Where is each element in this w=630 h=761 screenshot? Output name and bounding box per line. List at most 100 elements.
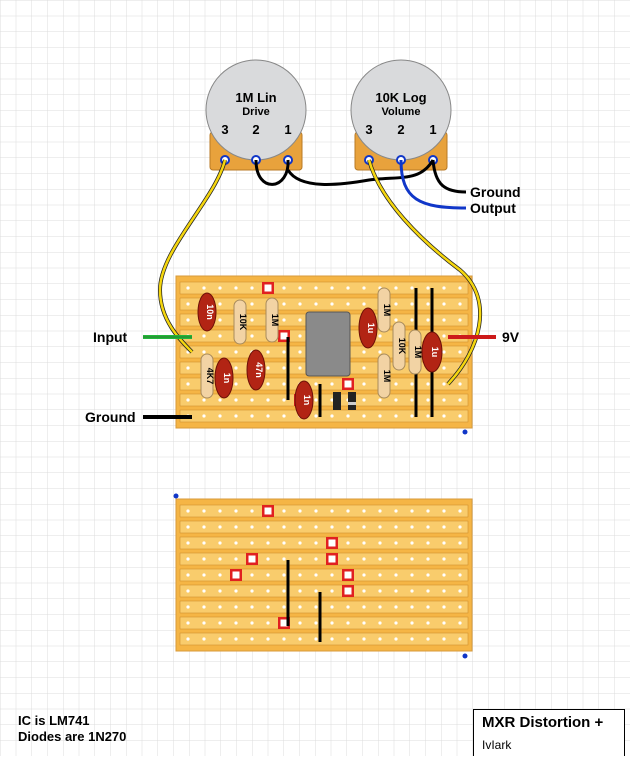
strip-hole — [346, 509, 350, 513]
strip-hole — [378, 398, 382, 402]
strip-hole — [218, 621, 222, 625]
strip-hole — [218, 525, 222, 529]
track-cut-center — [328, 555, 336, 563]
capacitor-1u[interactable]: 1u — [358, 307, 378, 349]
copper-strip — [179, 393, 469, 407]
resistor-4k7[interactable]: 4K7 — [200, 353, 215, 399]
strip-hole — [250, 573, 254, 577]
pot-pin-label: 2 — [397, 122, 404, 137]
strip-hole — [202, 589, 206, 593]
strip-hole — [458, 286, 462, 290]
strip-hole — [394, 573, 398, 577]
strip-hole — [234, 589, 238, 593]
strip-hole — [186, 509, 190, 513]
resistor-1m[interactable]: 1M — [377, 287, 392, 333]
copper-strip — [179, 281, 469, 295]
strip-hole — [442, 334, 446, 338]
diode[interactable] — [348, 392, 356, 410]
note-ic: IC is LM741 — [18, 713, 90, 728]
strip-hole — [202, 398, 206, 402]
diode-band — [348, 402, 356, 405]
strip-hole — [282, 366, 286, 370]
label-9v: 9V — [502, 329, 520, 345]
ic-chip[interactable] — [305, 311, 351, 377]
strip-hole — [330, 302, 334, 306]
capacitor-1u[interactable]: 1u — [421, 331, 443, 373]
diode[interactable] — [333, 392, 341, 410]
note-diodes: Diodes are 1N270 — [18, 729, 127, 744]
wire-drive-link — [254, 159, 290, 186]
strip-hole — [410, 605, 414, 609]
strip-hole — [410, 318, 414, 322]
strip-hole — [186, 573, 190, 577]
track-cut-center — [232, 571, 240, 579]
strip-hole — [378, 573, 382, 577]
strip-hole — [186, 637, 190, 641]
strip-hole — [394, 286, 398, 290]
strip-hole — [186, 605, 190, 609]
strip-hole — [202, 509, 206, 513]
strip-hole — [186, 302, 190, 306]
strip-hole — [314, 589, 318, 593]
strip-hole — [442, 605, 446, 609]
resistor-1m[interactable]: 1M — [265, 297, 280, 343]
strip-hole — [218, 541, 222, 545]
strip-hole — [282, 509, 286, 513]
component-label: 1M — [413, 346, 423, 359]
strip-hole — [250, 605, 254, 609]
strip-hole — [330, 637, 334, 641]
label-ground-board: Ground — [85, 409, 136, 425]
capacitor-47n[interactable]: 47n — [246, 349, 266, 391]
strip-hole — [362, 541, 366, 545]
capacitor-1n[interactable]: 1n — [294, 380, 314, 420]
component-label: 10K — [238, 314, 248, 331]
strip-hole — [314, 573, 318, 577]
strip-hole — [458, 382, 462, 386]
strip-hole — [186, 589, 190, 593]
strip-hole — [458, 350, 462, 354]
strip-hole — [202, 541, 206, 545]
strip-hole — [202, 637, 206, 641]
strip-hole — [250, 286, 254, 290]
copper-strip — [179, 409, 469, 423]
resistor-1m[interactable]: 1M — [377, 353, 392, 399]
strip-hole — [410, 637, 414, 641]
board-corner-marker — [462, 429, 468, 435]
component-label: 1u — [366, 323, 376, 334]
strip-hole — [378, 637, 382, 641]
strip-hole — [282, 382, 286, 386]
component-label: 1u — [430, 347, 440, 358]
strip-hole — [458, 637, 462, 641]
strip-hole — [362, 350, 366, 354]
strip-hole — [298, 573, 302, 577]
pot-pin-label: 3 — [221, 122, 228, 137]
resistor-10k[interactable]: 10K — [233, 299, 248, 345]
strip-hole — [298, 286, 302, 290]
track-cut-center — [248, 555, 256, 563]
strip-hole — [426, 382, 430, 386]
strip-hole — [410, 398, 414, 402]
strip-hole — [266, 366, 270, 370]
strip-hole — [410, 382, 414, 386]
capacitor-10n[interactable]: 10n — [197, 292, 217, 332]
track-cut-center — [264, 284, 272, 292]
strip-hole — [410, 286, 414, 290]
strip-hole — [250, 637, 254, 641]
pot-pin-label: 1 — [284, 122, 291, 137]
resistor-10k[interactable]: 10K — [392, 321, 407, 371]
strip-hole — [234, 557, 238, 561]
pot-drive[interactable]: 1M Lin Drive 3 2 1 — [205, 59, 307, 171]
strip-hole — [458, 318, 462, 322]
pot-name-label: Volume — [382, 106, 421, 118]
capacitor-1n[interactable]: 1n — [214, 357, 234, 399]
pot-pin-label: 1 — [429, 122, 436, 137]
resistor-1m[interactable]: 1M — [408, 329, 423, 375]
strip-hole — [330, 286, 334, 290]
strip-hole — [458, 589, 462, 593]
strip-hole — [442, 302, 446, 306]
pot-volume[interactable]: 10K Log Volume 3 2 1 — [350, 59, 452, 171]
strip-hole — [378, 605, 382, 609]
strip-hole — [426, 398, 430, 402]
strip-hole — [426, 509, 430, 513]
